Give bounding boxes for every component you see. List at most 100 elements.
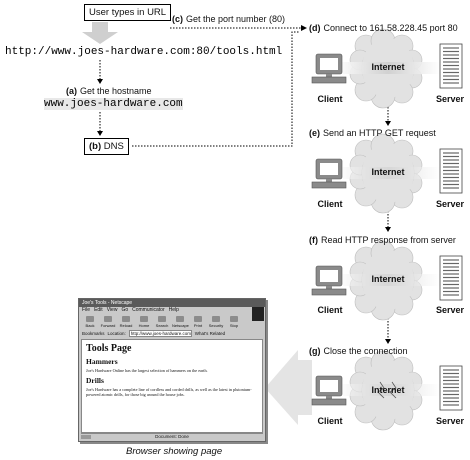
internet-label-f: Internet	[371, 274, 405, 284]
netscape-logo	[252, 307, 264, 321]
menu-help[interactable]: Help	[168, 307, 179, 313]
arrowhead-e	[385, 121, 391, 126]
status-indicator-icon	[81, 435, 91, 439]
drills-heading: Drills	[86, 376, 104, 385]
step-e-text: Send an HTTP GET request	[323, 128, 436, 138]
server-label-d: Server	[435, 94, 465, 104]
netscape-button[interactable]: Netscape	[172, 316, 189, 329]
menu-edit[interactable]: Edit	[94, 307, 103, 313]
back-button[interactable]: Back	[82, 316, 98, 329]
reload-button[interactable]: Reload	[118, 316, 134, 329]
server-tower-icon-d	[439, 43, 463, 89]
menu-view[interactable]: View	[106, 307, 118, 313]
reload-label: Reload	[119, 323, 133, 328]
server-label-e: Server	[435, 199, 465, 209]
network-stage-g	[311, 350, 463, 431]
forward-button[interactable]: Forward	[100, 316, 116, 329]
dns-box: (b) DNS	[84, 138, 129, 155]
server-tower-icon-e	[439, 148, 463, 194]
back-label: Back	[85, 323, 95, 328]
step-c-caption: (c)Get the port number (80)	[172, 14, 285, 24]
stop-button[interactable]: Stop	[226, 316, 242, 329]
url-entry-arrow	[82, 22, 118, 44]
browser-content: Tools Page Hammers Joe's Hardware Online…	[81, 339, 263, 433]
connection-pipe-e	[336, 167, 440, 179]
home-button[interactable]: Home	[136, 316, 152, 329]
connector-dns-to-connect	[132, 31, 300, 147]
internet-label-d: Internet	[371, 62, 405, 72]
step-d-text: Connect to 161.58.228.45 port 80	[323, 23, 458, 33]
connection-pipe-f	[336, 274, 440, 286]
internet-label-e: Internet	[371, 167, 405, 177]
step-a-letter: (a)	[66, 86, 77, 96]
step-a-caption: (a)Get the hostname	[66, 86, 152, 96]
security-button[interactable]: Security	[208, 316, 224, 329]
server-label-g: Server	[435, 416, 465, 426]
internet-label-g: Internet	[371, 385, 405, 395]
location-label: Location:	[107, 330, 126, 336]
connection-pipe-d	[336, 62, 440, 74]
bookmarks-button[interactable]: Bookmarks	[82, 330, 105, 336]
server-label-f: Server	[435, 305, 465, 315]
arrowhead-hostname	[97, 79, 103, 84]
broken-connection-mark	[377, 381, 385, 399]
client-label-d: Client	[317, 94, 343, 104]
full-url-value: http://www.joes-hardware.com:80/tools.ht…	[5, 46, 283, 58]
arrowhead-f	[385, 227, 391, 232]
step-e-letter: (e)	[309, 128, 320, 138]
client-label-f: Client	[317, 305, 343, 315]
forward-label: Forward	[100, 323, 116, 328]
client-label-e: Client	[317, 199, 343, 209]
home-icon	[140, 316, 148, 322]
client-computer-icon-f	[311, 265, 347, 296]
stop-icon	[230, 316, 238, 322]
browser-title-bar: Joe's Tools - Netscape	[79, 299, 265, 307]
client-computer-icon-e	[311, 158, 347, 189]
home-label: Home	[138, 323, 150, 328]
full-url-text: http://www.joes-hardware.com:80/tools.ht…	[5, 46, 282, 58]
step-c-text: Get the port number (80)	[186, 14, 286, 24]
user-types-url-box: User types in URL	[84, 4, 172, 21]
step-g-letter: (g)	[309, 346, 321, 356]
browser-caption: Browser showing page	[126, 446, 223, 457]
page-heading: Tools Page	[86, 343, 132, 354]
whats-related-button[interactable]: What's Related	[194, 330, 226, 336]
print-icon	[194, 316, 202, 322]
arrowhead-dns	[97, 131, 103, 136]
step-f-text: Read HTTP response from server	[321, 235, 456, 245]
hammers-heading: Hammers	[86, 357, 118, 366]
back-icon	[86, 316, 94, 322]
menu-file[interactable]: File	[82, 307, 91, 313]
search-label: Search	[155, 323, 169, 328]
security-label: Security	[208, 323, 224, 328]
location-input[interactable]: http://www.joes-hardware.com:80/tools.ht…	[128, 329, 192, 337]
arrowhead-connect	[301, 25, 307, 31]
step-e-caption: (e)Send an HTTP GET request	[309, 128, 436, 138]
browser-status-bar: Document: Done	[81, 433, 263, 440]
arrowhead-g	[385, 339, 391, 344]
to-browser-arrow	[265, 350, 312, 425]
user-types-url-label: User types in URL	[89, 7, 167, 18]
server-tower-icon-f	[439, 255, 463, 301]
menu-communicator[interactable]: Communicator	[132, 307, 165, 313]
network-stage-f	[311, 240, 463, 321]
forward-icon	[104, 316, 112, 322]
step-g-text: Close the connection	[323, 346, 408, 356]
search-button[interactable]: Search	[154, 316, 170, 329]
step-b-text: DNS	[103, 141, 124, 152]
print-button[interactable]: Print	[190, 316, 206, 329]
netscape-label: Netscape	[172, 323, 189, 328]
browser-title: Joe's Tools - Netscape	[82, 300, 133, 306]
hostname-text: www.joes-hardware.com	[44, 98, 183, 110]
browser-toolbar: Back Forward Reload Home Search Netscape…	[79, 314, 265, 329]
drills-paragraph: Joe's Hardware has a complete line of co…	[86, 387, 252, 397]
menu-go[interactable]: Go	[121, 307, 129, 313]
step-c-letter: (c)	[172, 14, 183, 24]
hammers-paragraph: Joe's Hardware Online has the largest se…	[86, 368, 208, 373]
stop-label: Stop	[229, 323, 239, 328]
step-f-letter: (f)	[309, 235, 318, 245]
search-icon	[158, 316, 166, 322]
client-computer-icon-d	[311, 53, 347, 84]
